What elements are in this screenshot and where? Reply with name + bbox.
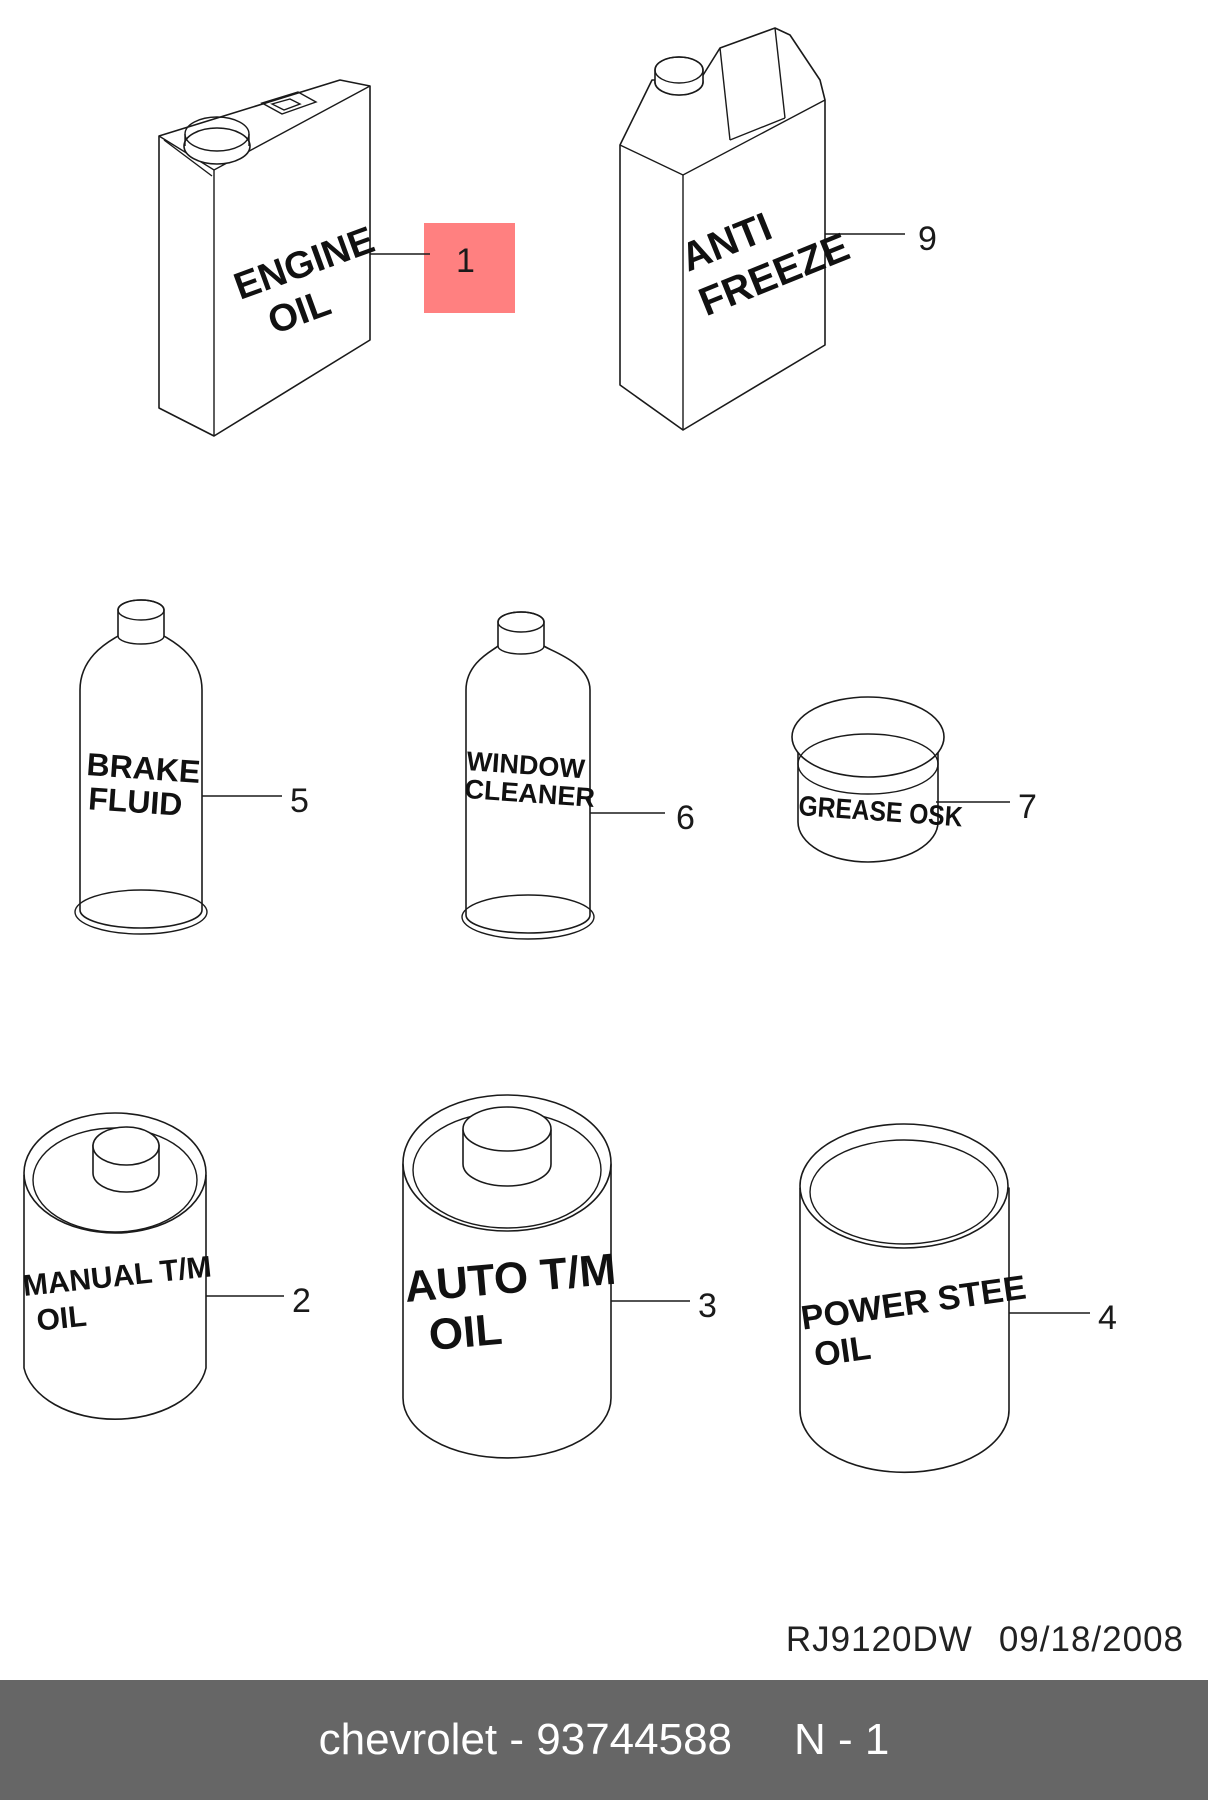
label-power-steering-oil-line-2: OIL [812, 1329, 873, 1375]
part-grease-tub: GREASE OSK 7 [791, 696, 1037, 863]
parts-diagram: ENGINE OIL 1 ANTI FREEZE 9 [21, 27, 1117, 1474]
part-manual-tm-oil-can: MANUAL T/M OIL 2 [21, 1112, 311, 1420]
document-reference: RJ9120DW 09/18/2008 [760, 1620, 1184, 1660]
footer-bar: chevrolet - 93744588 N - 1 [0, 1680, 1208, 1800]
part-window-cleaner-bottle: WINDOW CLEANER 6 [461, 611, 695, 940]
callout-number-6[interactable]: 6 [676, 799, 695, 837]
callout-number-2[interactable]: 2 [292, 1282, 311, 1320]
label-brake-fluid: BRAKE FLUID [83, 746, 210, 824]
doc-code: RJ9120DW [785, 1620, 973, 1659]
label-manual-tm-oil-line-2: OIL [35, 1300, 88, 1338]
callout-number-1[interactable]: 1 [456, 242, 475, 280]
label-window-cleaner: WINDOW CLEANER [464, 746, 598, 813]
callout-number-9[interactable]: 9 [918, 220, 937, 258]
label-brake-fluid-line-2: FLUID [87, 780, 183, 822]
part-anti-freeze-jug: ANTI FREEZE 9 [619, 27, 937, 431]
part-engine-oil-can: ENGINE OIL 1 [158, 79, 515, 437]
label-brake-fluid-line-1: BRAKE [86, 746, 202, 790]
part-brake-fluid-bottle: BRAKE FLUID 5 [74, 599, 309, 935]
part-auto-tm-oil-can: AUTO T/M OIL 3 [402, 1094, 717, 1459]
doc-date: 09/18/2008 [998, 1620, 1184, 1659]
footer-page-number: N - 1 [794, 1715, 890, 1764]
part-power-steering-oil-can: POWER STEE OIL 4 [799, 1123, 1117, 1474]
label-auto-tm-oil-line-2: OIL [427, 1305, 504, 1360]
callout-number-5[interactable]: 5 [290, 782, 309, 820]
footer-title: chevrolet - 93744588 [318, 1715, 733, 1764]
callout-number-4[interactable]: 4 [1098, 1299, 1117, 1337]
callout-number-3[interactable]: 3 [698, 1287, 717, 1325]
callout-number-7[interactable]: 7 [1018, 788, 1037, 826]
callout-highlight-1 [424, 223, 515, 313]
